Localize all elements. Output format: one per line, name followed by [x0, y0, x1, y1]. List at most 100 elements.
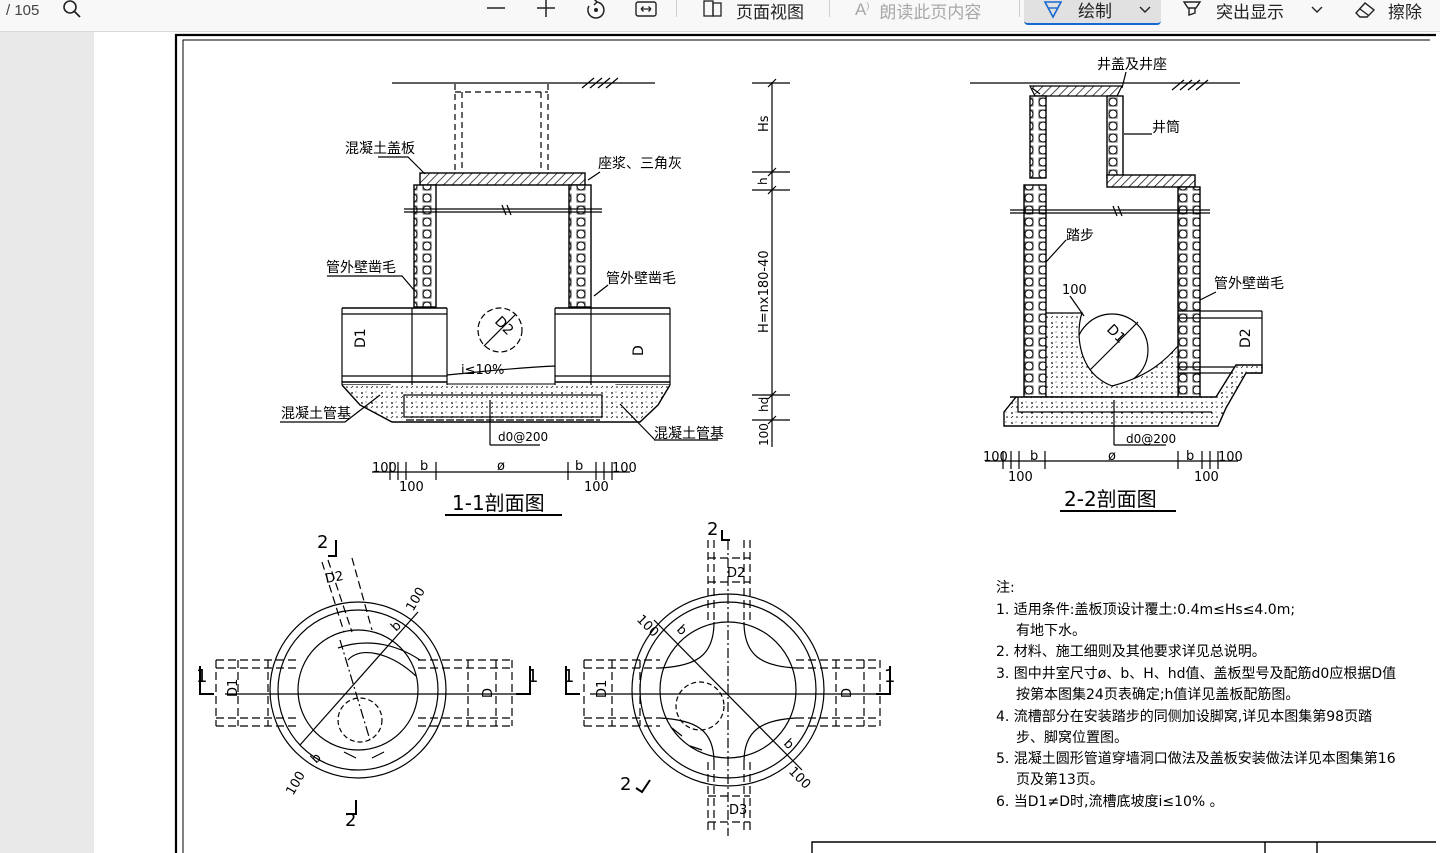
dim-100: 100: [283, 769, 308, 798]
label-chisel: 管外壁凿毛: [1214, 276, 1284, 292]
pdf-toolbar: / 105 页面视图 A) 朗读此页内容 绘制 突出显示 擦除: [0, 0, 1440, 32]
erase-label: 擦除: [1388, 2, 1422, 22]
label-d1: D1: [1103, 322, 1128, 347]
dim-100: 100: [633, 612, 661, 640]
label-d2: D2: [1238, 328, 1254, 348]
note-item: 4. 流槽部分在安装踏步的同侧加设脚窝,详见本图集第98页踏: [996, 709, 1373, 725]
section-title-2-2: 2-2剖面图: [1064, 487, 1157, 511]
dim-b: b: [1186, 449, 1194, 464]
label-pipe-base-left: 混凝土管基: [281, 405, 351, 422]
dim-100-vertical: 100: [757, 423, 771, 446]
erase-button[interactable]: 擦除: [1354, 0, 1422, 22]
chevron-down-icon[interactable]: [1139, 5, 1151, 15]
read-aloud-button[interactable]: A) 朗读此页内容: [855, 0, 982, 22]
section-mark-1: 1: [563, 666, 574, 687]
toolbar-divider: [676, 0, 677, 17]
label-step: 踏步: [1066, 228, 1094, 244]
label-d2: D2: [727, 566, 745, 581]
dim-diameter: ø: [497, 459, 505, 474]
chevron-down-icon[interactable]: [1311, 5, 1323, 15]
dim-b: b: [420, 459, 428, 474]
label-concrete-cover: 混凝土盖板: [345, 141, 415, 157]
note-item: 6. 当D1≠D时,流槽底坡度i≤10% 。: [996, 794, 1224, 810]
label-d2: D2: [324, 569, 345, 587]
dim-100: 100: [584, 480, 609, 495]
page-view-label: 页面视图: [736, 2, 804, 22]
label-mortar: 座浆、三角灰: [598, 156, 682, 172]
toolbar-divider: [1019, 0, 1020, 17]
note-item: 有地下水。: [1016, 623, 1086, 639]
plan-view-left: [199, 540, 531, 815]
note-item: 按第本图集24页表确定;h值详见盖板配筋图。: [1016, 687, 1300, 703]
label-manhole-cover: 井盖及井座: [1097, 57, 1167, 73]
label-chisel-left: 管外壁凿毛: [326, 260, 396, 276]
section-2-2: [970, 71, 1263, 512]
dim-100: 100: [983, 450, 1008, 465]
toolbar-divider: [829, 0, 830, 17]
zoom-in-icon[interactable]: [536, 0, 556, 20]
dim-h: h: [756, 177, 770, 185]
label-d: D: [840, 688, 855, 698]
dim-100: 100: [399, 480, 424, 495]
dim-diameter: ø: [1108, 449, 1116, 464]
page-count: / 105: [6, 1, 40, 19]
dim-100: 100: [1194, 470, 1219, 485]
label-rebar: d0@200: [498, 430, 548, 444]
note-item: 3. 图中井室尺寸ø、b、H、hd值、盖板型号及配筋d0应根据D值: [996, 666, 1397, 682]
dim-b: b: [388, 618, 404, 634]
read-aloud-label: 朗读此页内容: [879, 2, 982, 22]
draw-label: 绘制: [1078, 2, 1112, 21]
label-d1: D1: [226, 679, 241, 697]
search-icon[interactable]: [62, 0, 82, 20]
dim-H: H=nx180-40: [757, 250, 772, 333]
section-mark-2: 2: [345, 810, 356, 831]
label-chisel-right: 管外壁凿毛: [606, 271, 676, 287]
section-mark-2: 2: [317, 532, 328, 553]
highlighter-icon: [1182, 1, 1202, 16]
label-rebar: d0@200: [1126, 432, 1176, 446]
label-d1: D1: [595, 680, 610, 698]
section-mark-2: 2: [620, 774, 631, 795]
pdf-page: [94, 32, 1440, 853]
dim-100: 100: [1218, 450, 1243, 465]
label-shaft: 井筒: [1152, 119, 1180, 136]
dim-b: b: [575, 459, 583, 474]
section-title-1-1: 1-1剖面图: [452, 491, 545, 515]
section-1-1: [280, 77, 790, 516]
notes-heading: 注:: [996, 580, 1015, 596]
section-mark-1: 1: [527, 666, 538, 687]
note-item: 5. 混凝土圆形管道穿墙洞口做法及盖板安装做法详见本图集第16: [996, 751, 1396, 767]
rotate-icon[interactable]: [585, 0, 607, 20]
label-d: D: [631, 345, 647, 356]
label-slope: i≤10%: [461, 363, 504, 378]
read-aloud-icon: A): [855, 0, 870, 19]
page-view-button[interactable]: 页面视图: [702, 0, 804, 22]
highlight-button[interactable]: 突出显示: [1182, 0, 1284, 22]
zoom-out-icon[interactable]: [486, 0, 506, 20]
note-item: 页及第13页。: [1016, 772, 1104, 788]
dim-100: 100: [1008, 470, 1033, 485]
plan-view-right: [565, 530, 891, 836]
section-mark-1: 1: [884, 666, 895, 687]
fit-width-icon[interactable]: [635, 0, 657, 20]
note-item: 1. 适用条件:盖板顶设计覆土:0.4m≤Hs≤4.0m;: [996, 602, 1296, 618]
draw-button[interactable]: 绘制: [1024, 0, 1161, 25]
dim-hs: Hs: [757, 115, 772, 132]
section-mark-2: 2: [707, 519, 718, 540]
label-pipe-base-right: 混凝土管基: [654, 425, 724, 442]
label-d3: D3: [729, 803, 747, 818]
sidebar-panel: [0, 32, 94, 853]
pen-icon: [1043, 1, 1063, 19]
page-view-icon: [703, 0, 722, 17]
dim-100: 100: [403, 585, 428, 614]
highlight-label: 突出显示: [1216, 2, 1284, 22]
dim-b: b: [1030, 449, 1038, 464]
label-d1: D1: [353, 328, 369, 348]
note-item: 2. 材料、施工细则及其他要求详见总说明。: [996, 644, 1266, 660]
eraser-icon: [1355, 2, 1376, 18]
note-item: 步、脚窝位置图。: [1016, 730, 1128, 746]
label-d: D: [481, 688, 496, 698]
dim-100: 100: [1062, 283, 1087, 298]
dim-100: 100: [612, 461, 637, 476]
